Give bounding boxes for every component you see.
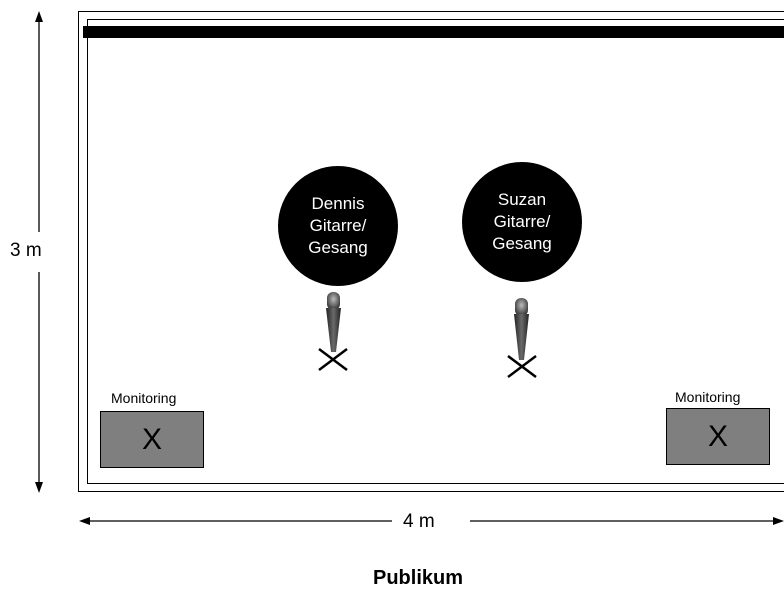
- monitor-right: X: [666, 408, 770, 465]
- stage-outer-border: [78, 11, 784, 492]
- depth-arrow: [35, 11, 43, 493]
- arrow-down-icon: [35, 482, 43, 493]
- performer-dennis: Dennis Gitarre/ Gesang: [278, 166, 398, 286]
- performer-suzan: Suzan Gitarre/ Gesang: [462, 162, 582, 282]
- microphone-icon: [326, 292, 341, 352]
- performer-role: Gesang: [492, 234, 552, 253]
- microphone-icon: [514, 298, 529, 360]
- monitor-left: X: [100, 411, 204, 468]
- performer-instrument: Gitarre/: [493, 212, 551, 231]
- stage-depth-label: 3 m: [2, 240, 50, 262]
- performer-name: Suzan: [497, 190, 547, 209]
- performer-instrument: Gitarre/: [309, 216, 367, 235]
- monitor-label-left: Monitoring: [111, 390, 177, 406]
- stage-back-bar: [83, 26, 784, 38]
- audience-label: Publikum: [373, 567, 464, 589]
- arrow-up-icon: [35, 11, 43, 22]
- stage-width-label: 4 m: [395, 511, 443, 533]
- monitor-mark: X: [141, 422, 162, 456]
- monitor-mark: X: [707, 419, 728, 453]
- width-arrow: [79, 517, 784, 525]
- performer-role: Gesang: [308, 238, 368, 257]
- stage-inner-border: [87, 19, 784, 484]
- arrow-right-icon: [773, 517, 784, 525]
- arrow-left-icon: [79, 517, 90, 525]
- monitor-label-right: Monitoring: [675, 389, 741, 405]
- performer-name: Dennis: [311, 194, 365, 213]
- position-cross-icon: [318, 348, 348, 371]
- position-cross-icon: [507, 355, 537, 378]
